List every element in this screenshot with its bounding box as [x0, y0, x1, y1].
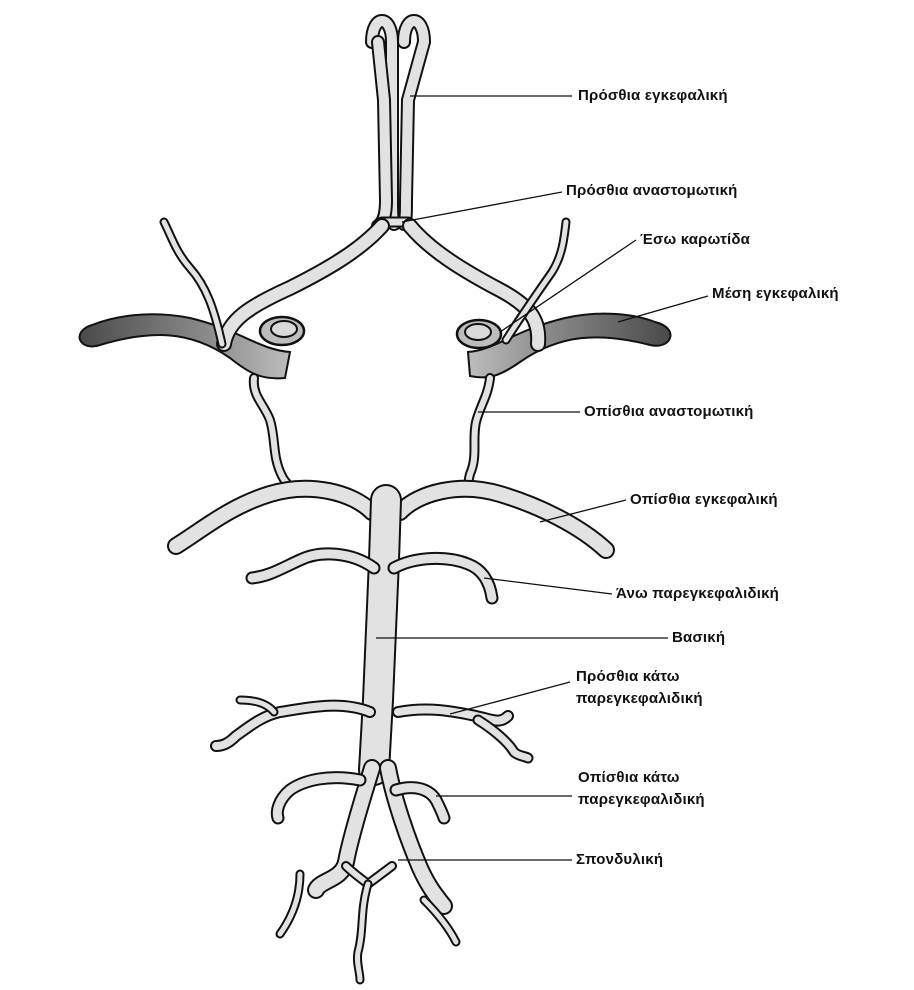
posterior-cerebral-left — [176, 489, 372, 546]
vertebral-left-fill — [316, 768, 372, 890]
label-anterior-cerebral: Πρόσθια εγκεφαλική — [578, 85, 728, 107]
superior-cerebellar-left — [252, 554, 374, 578]
label-anterior-communicating: Πρόσθια αναστομωτική — [566, 180, 738, 202]
posterior-cerebral-right — [400, 489, 606, 550]
label-internal-carotid: Έσω καρωτίδα — [640, 229, 750, 251]
label-superior-cerebellar: Άνω παρεγκεφαλιδική — [616, 583, 779, 605]
internal-carotid-right-ring — [457, 320, 501, 348]
label-anterior-inferior-cerebellar: Πρόσθια κάτω παρεγκεφαλιδική — [576, 666, 703, 710]
label-posterior-inferior-cerebellar: Οπίσθια κάτω παρεγκεφαλιδική — [578, 767, 705, 811]
label-posterior-inferior-cerebellar-line2: παρεγκεφαλιδική — [578, 789, 705, 811]
label-posterior-communicating: Οπίσθια αναστομωτική — [584, 401, 754, 423]
label-basilar: Βασική — [672, 627, 725, 649]
label-middle-cerebral: Μέση εγκεφαλική — [712, 283, 839, 305]
middle-cerebral-artery-right — [468, 314, 670, 378]
middle-cerebral-artery-left — [80, 314, 290, 378]
posterior-inferior-cerebellar-left-outline — [277, 778, 360, 818]
anterior-cerebral-right — [404, 21, 424, 224]
leader-anterior-communicating — [402, 192, 562, 222]
label-posterior-cerebral: Οπίσθια εγκεφαλική — [630, 489, 778, 511]
posterior-inferior-cerebellar-left — [277, 778, 360, 818]
label-vertebral: Σπονδυλική — [576, 849, 663, 871]
label-posterior-inferior-cerebellar-line1: Οπίσθια κάτω — [578, 767, 705, 789]
posterior-communicating-left — [254, 378, 292, 488]
superior-cerebellar-right — [394, 558, 492, 598]
vertebral-left — [316, 768, 372, 890]
leader-superior-cerebellar — [484, 578, 612, 594]
basilar — [374, 500, 386, 770]
posterior-communicating-left-fill — [254, 378, 292, 488]
left-lower-branch — [280, 874, 300, 934]
basilar-fill — [374, 500, 386, 770]
anterior-inferior-cerebellar-left — [216, 706, 370, 746]
spinal-trunk — [357, 884, 368, 980]
aica-left-twig — [240, 700, 274, 712]
anterior-inferior-cerebellar-right — [398, 709, 508, 720]
leader-lines — [376, 96, 708, 860]
leader-anterior-inferior-cerebellar — [450, 682, 570, 714]
superior-cerebellar-left-fill — [252, 554, 374, 578]
label-anterior-inferior-cerebellar-line2: παρεγκεφαλιδική — [576, 688, 703, 710]
anterior-cerebral-left-lower — [378, 42, 386, 226]
leader-middle-cerebral — [618, 296, 708, 322]
spinal-trunk-fill — [357, 884, 368, 980]
posterior-cerebral-right-fill — [400, 489, 606, 550]
internal-carotid-left-ring — [260, 317, 304, 345]
posterior-communicating-right — [469, 378, 491, 490]
label-anterior-inferior-cerebellar-line1: Πρόσθια κάτω — [576, 666, 703, 688]
artery-network — [164, 21, 606, 980]
